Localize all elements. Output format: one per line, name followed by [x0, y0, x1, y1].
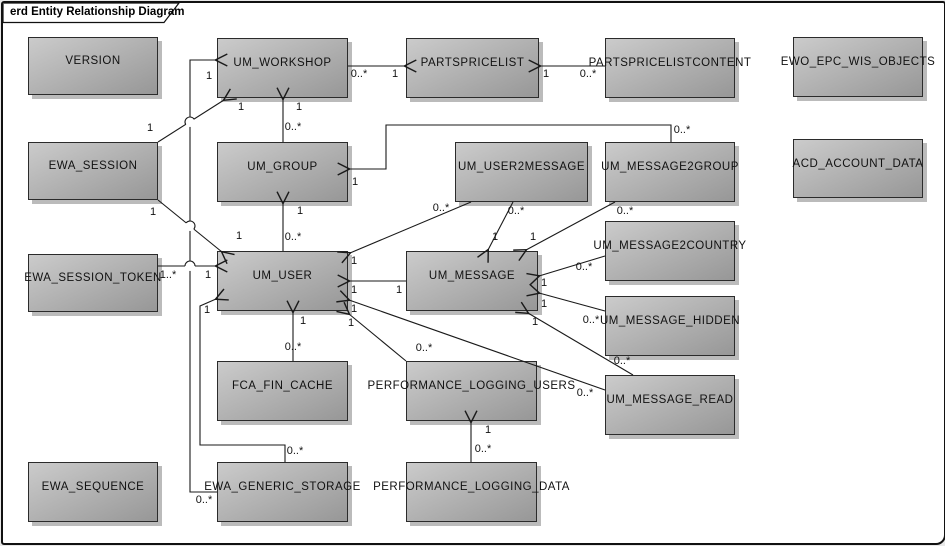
entity-label: PERFORMANCE_LOGGING_DATA: [373, 481, 570, 493]
entity-um_message_read[interactable]: UM_MESSAGE_READ: [605, 375, 735, 435]
entity-label: UM_MESSAGE_READ: [606, 394, 734, 406]
entity-label: UM_USER2MESSAGE: [457, 161, 585, 173]
entity-um_message_hidden[interactable]: UM_MESSAGE_HIDDEN: [600, 296, 740, 356]
entity-um_message2country[interactable]: UM_MESSAGE2COUNTRY: [593, 221, 746, 281]
entity-label: PERFORMANCE_LOGGING_USERS: [367, 380, 576, 392]
entity-ewa_sequence[interactable]: EWA_SEQUENCE: [28, 462, 158, 522]
entity-version[interactable]: VERSION: [28, 37, 158, 95]
entity-label: PARTSPRICELIST: [420, 57, 525, 69]
entity-performance_logging_data[interactable]: PERFORMANCE_LOGGING_DATA: [373, 462, 569, 522]
entity-fca_fin_cache[interactable]: FCA_FIN_CACHE: [217, 361, 348, 421]
entity-acd_account_data[interactable]: ACD_ACCOUNT_DATA: [793, 139, 923, 198]
entity-performance_logging_users[interactable]: PERFORMANCE_LOGGING_USERS: [367, 361, 575, 421]
entity-label: ACD_ACCOUNT_DATA: [792, 157, 924, 170]
diagram-title: erd Entity Relationship Diagram: [10, 6, 185, 18]
entity-label: VERSION: [65, 55, 121, 67]
entity-label: UM_WORKSHOP: [233, 57, 332, 69]
entity-label: EWA_GENERIC_STORAGE: [204, 481, 361, 493]
entity-um_message[interactable]: UM_MESSAGE: [406, 251, 538, 311]
entity-ewa_generic_storage[interactable]: EWA_GENERIC_STORAGE: [204, 462, 360, 522]
entity-label: EWA_SESSION_TOKEN: [24, 272, 162, 284]
entity-label: UM_MESSAGE2COUNTRY: [593, 240, 747, 252]
entity-label: EWA_SEQUENCE: [41, 481, 145, 493]
entity-ewa_session_token[interactable]: EWA_SESSION_TOKEN: [24, 254, 161, 312]
entity-label: UM_MESSAGE: [428, 270, 516, 282]
entity-ewa_session[interactable]: EWA_SESSION: [28, 142, 158, 200]
entity-partspricelistcontent[interactable]: PARTSPRICELISTCONTENT: [589, 38, 751, 98]
entity-label: UM_USER: [252, 270, 313, 282]
entity-um_user2message[interactable]: UM_USER2MESSAGE: [455, 142, 588, 202]
entity-um_workshop[interactable]: UM_WORKSHOP: [217, 38, 348, 98]
entity-label: UM_MESSAGE2GROUP: [601, 161, 739, 173]
entity-label: UM_GROUP: [247, 161, 318, 173]
entity-partspricelist[interactable]: PARTSPRICELIST: [406, 38, 539, 98]
entity-label: UM_MESSAGE_HIDDEN: [599, 315, 741, 327]
entity-label: FCA_FIN_CACHE: [231, 380, 334, 392]
entity-um_message2group[interactable]: UM_MESSAGE2GROUP: [601, 142, 738, 202]
entity-label: PARTSPRICELISTCONTENT: [588, 57, 752, 69]
entity-label: EWO_EPC_WIS_OBJECTS: [780, 56, 936, 68]
entity-um_group[interactable]: UM_GROUP: [217, 142, 348, 202]
entity-ewo_epc_wis_objects[interactable]: EWO_EPC_WIS_OBJECTS: [781, 37, 935, 97]
entity-um_user[interactable]: UM_USER: [217, 251, 348, 311]
diagram-canvas: VERSION UM_WORKSHOP PARTSPRICELIST PARTSPRI…: [3, 3, 944, 543]
entity-label: EWA_SESSION: [48, 160, 138, 172]
